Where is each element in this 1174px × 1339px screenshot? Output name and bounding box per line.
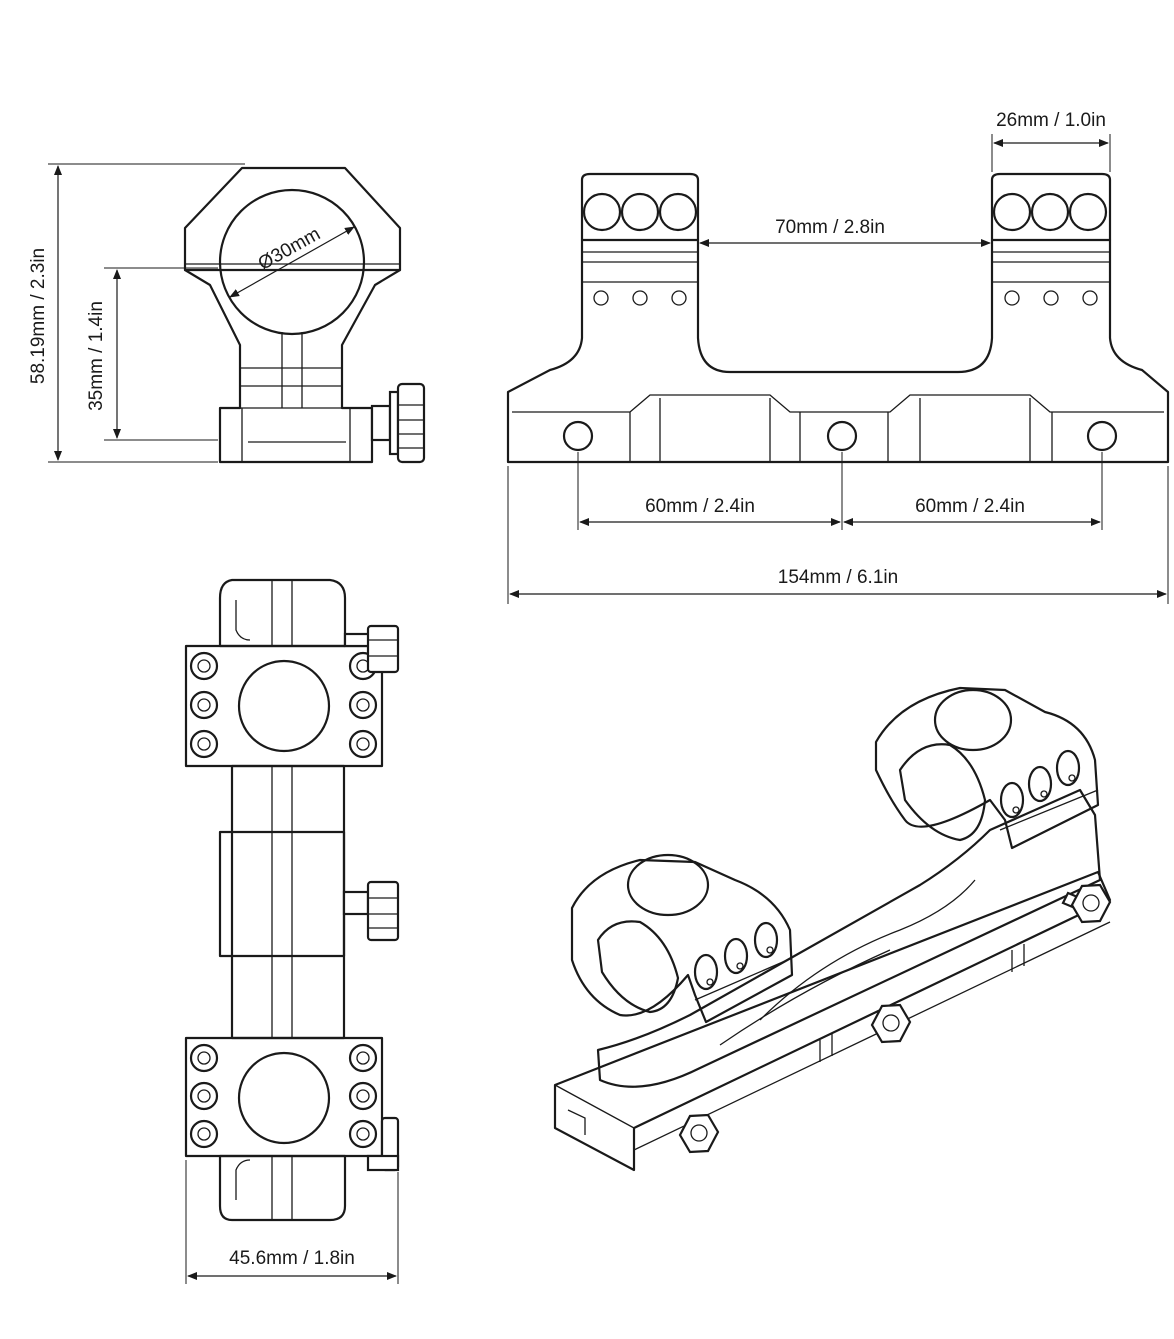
overall-length-label: 154mm / 6.1in <box>778 567 898 588</box>
ring-spacing-label: 70mm / 2.8in <box>775 217 885 238</box>
thumb-nut <box>370 382 426 464</box>
front-view: Ø30mm 58.19mm / 2.3in 35mm / 1.4in <box>28 163 426 464</box>
bolt-spacing-right-label: 60mm / 2.4in <box>915 496 1025 517</box>
iso-nut-1 <box>1061 883 1112 924</box>
top-view: 45.6mm / 1.8in <box>184 578 400 1284</box>
ring-width-label: 26mm / 1.0in <box>996 110 1106 131</box>
front-ring <box>570 853 794 1024</box>
isometric-view <box>553 686 1112 1172</box>
bolt-spacing-left-label: 60mm / 2.4in <box>645 496 755 517</box>
center-height-label: 35mm / 1.4in <box>86 301 107 411</box>
base-width-label: 45.6mm / 1.8in <box>229 1248 355 1269</box>
iso-nut-2 <box>870 1003 912 1044</box>
side-view: 26mm / 1.0in 70mm / 2.8in 60mm / 2.4in 6… <box>506 110 1170 604</box>
rear-ring <box>874 686 1100 850</box>
iso-nut-3 <box>678 1113 720 1154</box>
overall-height-label: 58.19mm / 2.3in <box>28 248 49 384</box>
